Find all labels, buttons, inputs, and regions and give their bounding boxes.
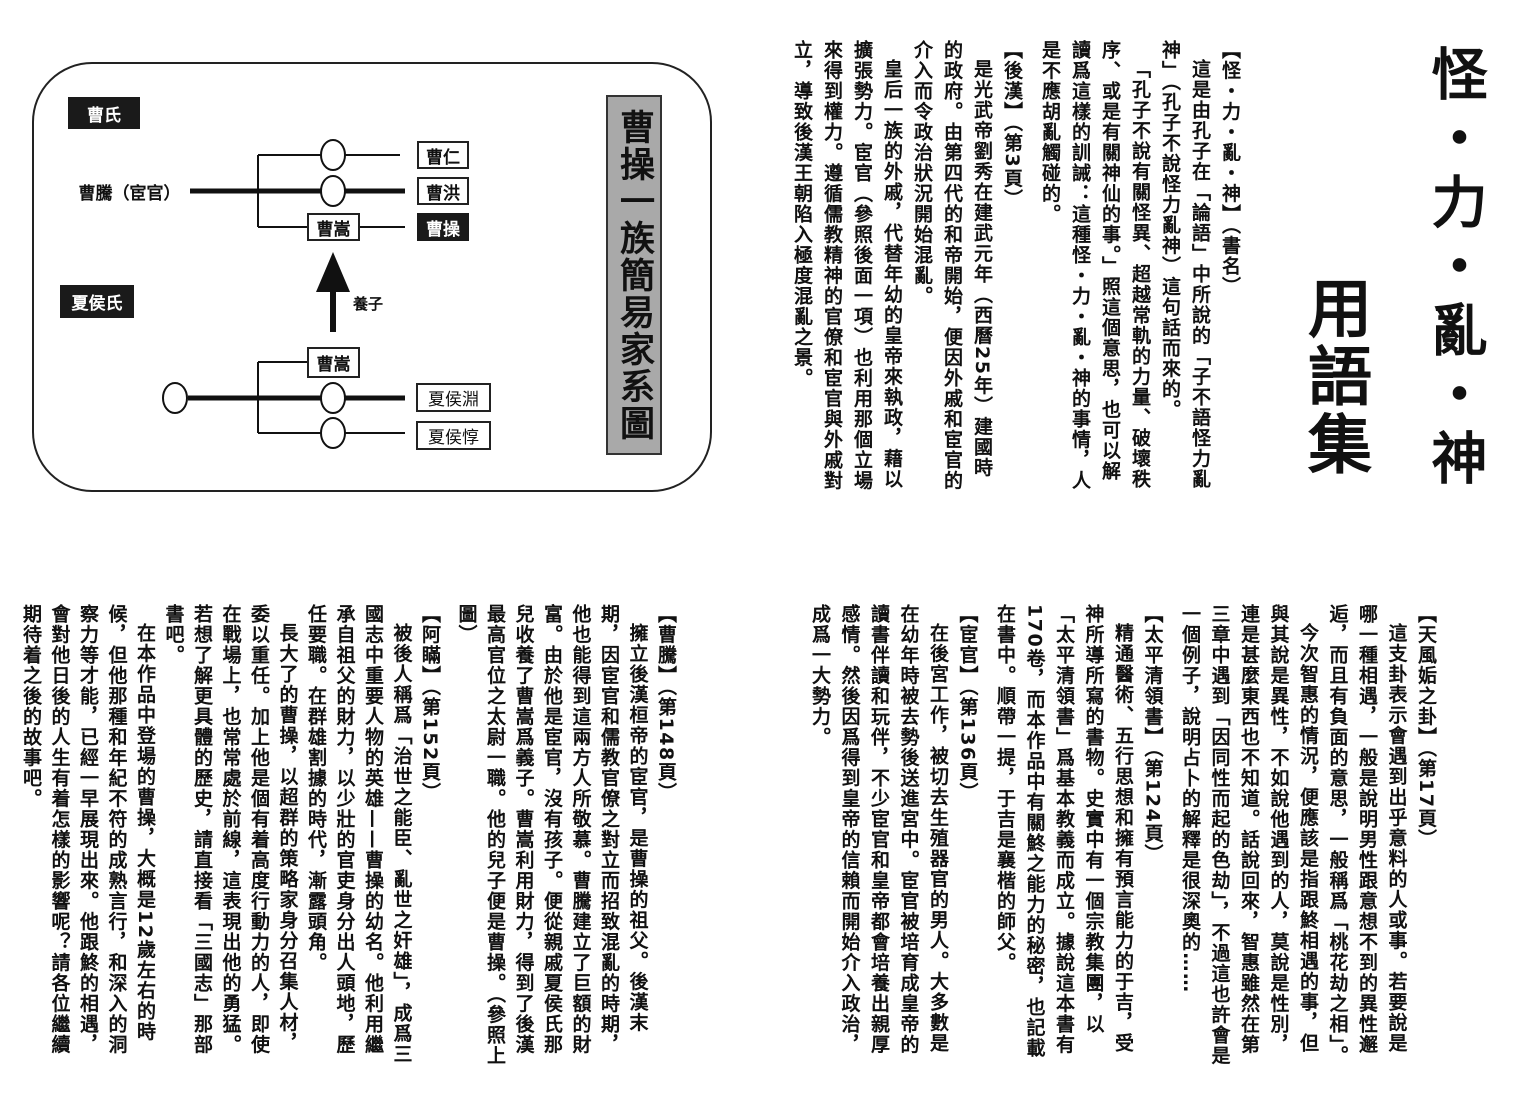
diagram-frame (32, 62, 712, 492)
entry-paragraph: 這是由孔子在「論語」中所說的「子不語怪力亂神」（孔子不說怪力亂神）這句話而來的。 (1159, 40, 1211, 490)
clan-label-cao: 曹氏 (68, 97, 140, 129)
entry-paragraph: 擁立後漢桓帝的宦官，是曹操的祖父。後漢末期，因宦官和儒教官僚之對立而招致混亂的時… (455, 604, 649, 1066)
person-cao-cao: 曹操 (417, 213, 469, 241)
family-tree-diagram: 曹氏 夏侯氏 曹騰（宦官） 曹仁 曹洪 曹嵩 曹操 養子 曹嵩 夏侯淵 夏侯惇 … (0, 0, 730, 500)
person-cao-hong: 曹洪 (417, 177, 469, 205)
entry-taiping-qingling-shu: 【太平清領書】（第124頁） 精通醫術、五行思想和擁有預言能力的于吉，受神所導所… (990, 604, 1167, 1069)
person-xiahou-dun: 夏侯惇 (416, 421, 491, 450)
person-cao-ren: 曹仁 (417, 141, 469, 169)
entry-heading: 【曹騰】（第148頁） (655, 604, 677, 803)
entry-guai-li-luan-shen: 【怪・力・亂・神】（書名） 這是由孔子在「論語」中所說的「子不語怪力亂神」（孔子… (1035, 40, 1245, 492)
adoption-label: 養子 (352, 294, 383, 313)
entry-paragraph: 皇后一族的外戚，代替年幼的皇帝來執政，藉以擴張勢力。宦官（參照後面一項）也利用那… (791, 40, 903, 491)
person-cao-teng: 曹騰（宦官） (78, 183, 181, 204)
glossary-bottom-right: 【天風姤之卦】（第17頁） 這支卦表示會遇到出乎意料的人或事。若要說是哪一種相遇… (797, 604, 1441, 1069)
glossary-bottom-left: 【曹騰】（第148頁） 擁立後漢桓帝的宦官，是曹操的祖父。後漢末期，因宦官和儒教… (9, 604, 681, 1069)
entry-heading: 【怪・力・亂・神】（書名） (1219, 40, 1241, 297)
diagram-title: 曹操一族簡易家系圖 (606, 95, 662, 455)
person-cao-song: 曹嵩 (307, 213, 360, 241)
entry-cao-teng: 【曹騰】（第148頁） 擁立後漢桓帝的宦官，是曹操的祖父。後漢末期，因宦官和儒教… (452, 604, 680, 1069)
entry-paragraph: 是光武帝劉秀在建武元年（西曆25年）建國時的政府。由第四代的和帝開始，便因外戚和… (911, 40, 993, 491)
person-circle (320, 175, 346, 207)
page-title: 怪・力・亂・神 (1422, 45, 1488, 493)
entry-tianfeng-gou: 【天風姤之卦】（第17頁） 這支卦表示會遇到出乎意料的人或事。若要說是哪一種相遇… (1175, 604, 1441, 1069)
entry-heading: 【阿瞞】（第152頁） (419, 604, 441, 803)
entry-heading: 【太平清領書】（第124頁） (1141, 604, 1164, 865)
person-cao-song-origin: 曹嵩 (307, 347, 360, 378)
entry-paragraph: 長大了的曹操，以超群的策略家身分召集人材，委以重任。加上他是個有着高度行動力的人… (162, 604, 299, 1055)
person-circle (320, 382, 346, 414)
entry-paragraph: 這支卦表示會遇到出乎意料的人或事。若要說是哪一種相遇，一般是說明男性跟意想不到的… (1326, 604, 1408, 1066)
entry-a-man: 【阿瞞】（第152頁） 被後人稱爲「治世之能臣、亂世之奸雄」，成爲三國志中重要人… (17, 604, 445, 1069)
person-xiahou-yuan: 夏侯淵 (416, 383, 491, 412)
entry-hou-han: 【後漢】（第3頁） 是光武帝劉秀在建武元年（西曆25年）建國時的政府。由第四代的… (787, 40, 1027, 492)
entry-paragraph: 被後人稱爲「治世之能臣、亂世之奸雄」，成爲三國志中重要人物的英雄——曹操的幼名。… (305, 604, 413, 1065)
person-circle (162, 382, 188, 414)
glossary-top-right: 【怪・力・亂・神】（書名） 這是由孔子在「論語」中所說的「子不語怪力亂神」（孔子… (779, 40, 1245, 492)
entry-paragraph: 在本作品中登場的曹操，大概是12歲左右的時候，但他那種和年紀不符的成熟言行，和深… (20, 604, 156, 1055)
entry-paragraph: 精通醫術、五行思想和擁有預言能力的于吉，受神所導所寫的書物。史實中有一個宗教集團… (994, 604, 1134, 1059)
entry-huanguan: 【宦官】（第136頁） 在後宮工作，被切去生殖器官的男人。大多數是在幼年時被去勢… (805, 604, 982, 1069)
entry-heading: 【天風姤之卦】（第17頁） (1415, 604, 1437, 850)
person-circle (320, 417, 346, 449)
entry-paragraph: 今次智惠的情況，便應該是指跟鮗相遇的事，但與其說是異性，不如說他遇到的人，莫說是… (1179, 604, 1319, 1066)
clan-label-xiahou: 夏侯氏 (60, 285, 134, 318)
entry-paragraph: 「孔子不說有關怪異、超越常軌的力量、破壞秩序、或是有關神仙的事。」照這個意思，也… (1039, 40, 1151, 491)
adoption-arrow-head (316, 252, 350, 292)
tree-lines (162, 139, 405, 449)
entry-paragraph: 在後宮工作，被切去生殖器官的男人。大多數是在幼年時被去勢後送進宮中。宦官被培育成… (809, 604, 949, 1055)
section-title: 用語集 (1297, 275, 1371, 479)
entry-heading: 【宦官】（第136頁） (956, 604, 979, 803)
person-circle (320, 139, 346, 171)
entry-heading: 【後漢】（第3頁） (1001, 40, 1023, 210)
